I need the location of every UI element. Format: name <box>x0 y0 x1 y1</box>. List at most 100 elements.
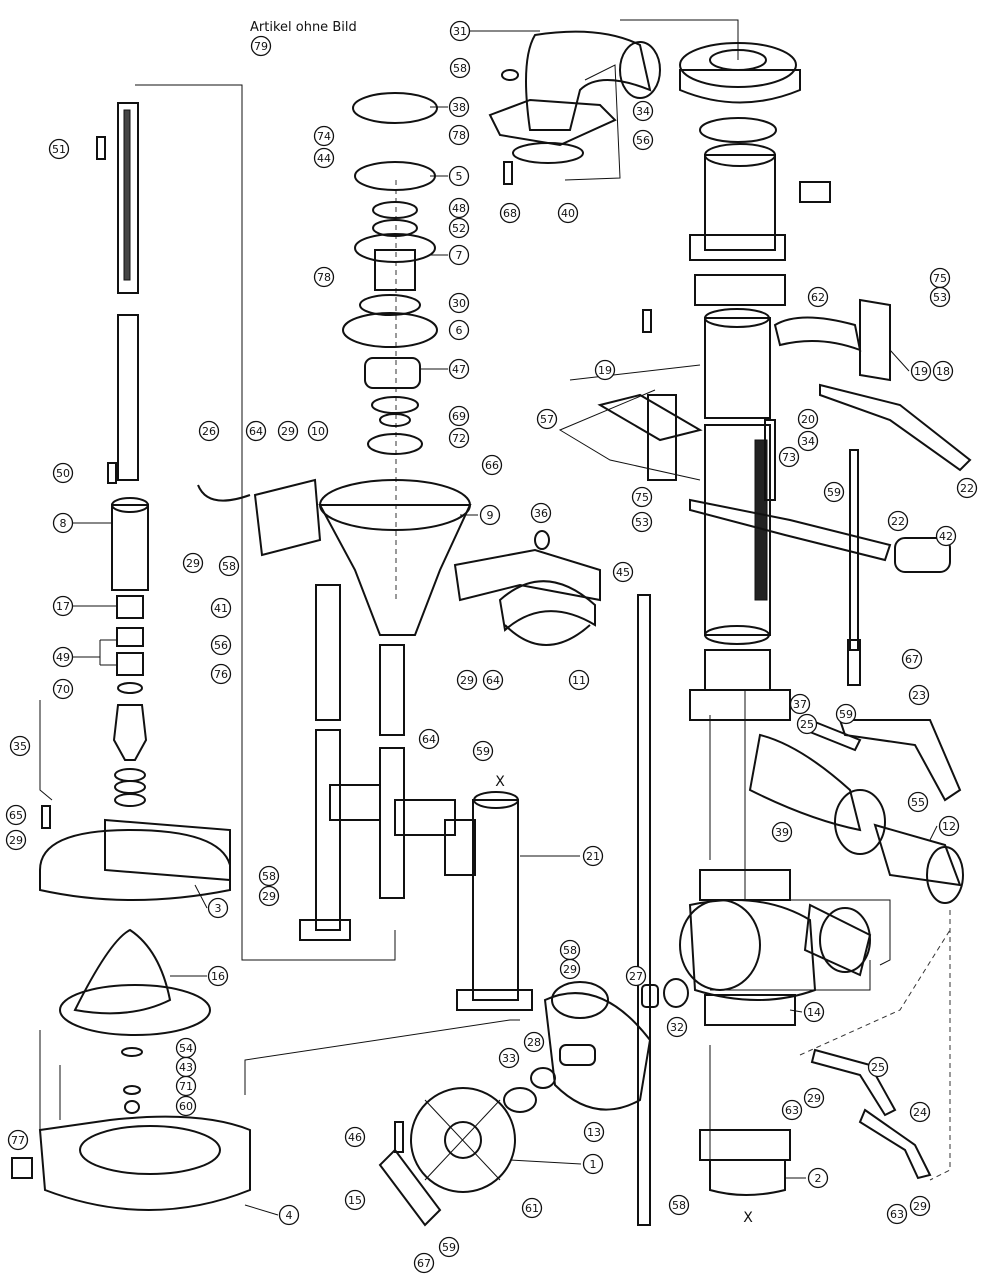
callout-circle <box>52 678 74 700</box>
callout-circle <box>797 430 819 452</box>
callout-14: 14 <box>803 1001 825 1023</box>
callout-43: 43 <box>175 1056 197 1078</box>
callout-number: 59 <box>442 1241 456 1254</box>
callout-34: 34 <box>632 100 654 122</box>
callout-number: 56 <box>214 639 228 652</box>
leader-line <box>789 1009 803 1013</box>
callout-circle <box>778 446 800 468</box>
callout-68: 68 <box>499 202 521 224</box>
suction-hose-assembly <box>679 718 964 1196</box>
callout-3: 3 <box>207 897 229 919</box>
guide-line <box>710 960 871 991</box>
callout-circle <box>278 1204 300 1226</box>
pin-46 <box>394 1121 404 1153</box>
bearing-stack <box>197 92 533 1011</box>
key-part-50 <box>107 462 117 484</box>
callout-circle <box>344 1126 366 1148</box>
spring-coil <box>114 768 146 782</box>
nut-60 <box>124 1100 140 1114</box>
callout-16: 16 <box>207 965 229 987</box>
pipe-upper <box>704 317 771 419</box>
callout-circle <box>594 359 616 381</box>
callout-number: 55 <box>911 796 925 809</box>
callout-52: 52 <box>448 217 470 239</box>
callout-number: 77 <box>11 1134 25 1147</box>
bolt-68 <box>503 161 513 185</box>
callout-22: 22 <box>956 477 978 499</box>
callout-circle <box>935 525 957 547</box>
callout-number: 1 <box>590 1158 597 1171</box>
callout-circle <box>907 791 929 813</box>
callout-58: 58 <box>258 865 280 887</box>
callout-37: 37 <box>789 693 811 715</box>
callout-76: 76 <box>210 663 232 685</box>
callout-35: 35 <box>9 735 31 757</box>
lever-arm-22-upper <box>819 383 972 472</box>
guide-line <box>929 910 951 1181</box>
callout-number: 49 <box>56 651 70 664</box>
housing-half-3b <box>104 818 231 882</box>
callout-number: 60 <box>179 1100 193 1113</box>
callout-circle <box>313 125 335 147</box>
drive-shaft-assembly <box>11 102 251 1211</box>
callout-25: 25 <box>796 713 818 735</box>
callout-number: 67 <box>417 1257 431 1270</box>
toothed-ring-11a <box>498 580 596 632</box>
vertical-rod <box>849 449 859 651</box>
callout-31: 31 <box>449 20 471 42</box>
callout-number: 32 <box>670 1021 684 1034</box>
callout-circle <box>938 815 960 837</box>
clamp-bracket-19 <box>597 393 703 442</box>
callout-circle <box>448 292 470 314</box>
callout-number: 42 <box>939 530 953 543</box>
seal-ring-upper <box>699 117 777 143</box>
callout-number: 3 <box>215 902 222 915</box>
callout-number: 28 <box>527 1036 541 1049</box>
tee-side-outlet <box>803 903 872 977</box>
callout-circle <box>479 504 501 526</box>
callout-circle <box>803 1001 825 1023</box>
housing-half-3 <box>39 828 231 901</box>
callout-number: 4 <box>286 1209 293 1222</box>
callout-circle <box>449 20 471 42</box>
callout-circle <box>448 217 470 239</box>
callout-circle <box>612 561 634 583</box>
cover-rib <box>424 1099 501 1181</box>
note-number: 79 <box>254 40 268 53</box>
gasket-40 <box>512 142 584 164</box>
callout-circle <box>48 138 70 160</box>
callout-circle <box>781 1099 803 1121</box>
callout-70: 70 <box>52 678 74 700</box>
callout-circle <box>668 1194 690 1216</box>
callout-circle <box>498 1047 520 1069</box>
callout-30: 30 <box>448 292 470 314</box>
callout-circle <box>448 96 470 118</box>
tee-outlet-bore <box>819 907 871 973</box>
flange-5 <box>354 161 436 191</box>
callout-51: 51 <box>48 138 70 160</box>
callout-number: 66 <box>485 459 499 472</box>
lever-arm-22-lower <box>689 498 892 562</box>
lever-24 <box>858 1108 932 1180</box>
coupling-part-8 <box>111 504 149 591</box>
plug-32 <box>663 978 689 1008</box>
callout-number: 16 <box>211 970 225 983</box>
callout-45: 45 <box>612 561 634 583</box>
callout-circle <box>175 1075 197 1097</box>
leader-line <box>194 884 208 909</box>
callout-circle <box>210 663 232 685</box>
callout-number: 45 <box>616 566 630 579</box>
callout-number: 19 <box>914 365 928 378</box>
callout-number: 50 <box>56 467 70 480</box>
stand-foot <box>299 919 351 941</box>
callout-64: 64 <box>482 669 504 691</box>
callout-number: 27 <box>629 970 643 983</box>
callout-circle <box>482 669 504 691</box>
callout-circle <box>448 124 470 146</box>
callout-75: 75 <box>929 267 951 289</box>
callout-circle <box>210 597 232 619</box>
callout-number: 13 <box>587 1126 601 1139</box>
callout-67: 67 <box>413 1252 435 1274</box>
callout-circle <box>481 454 503 476</box>
